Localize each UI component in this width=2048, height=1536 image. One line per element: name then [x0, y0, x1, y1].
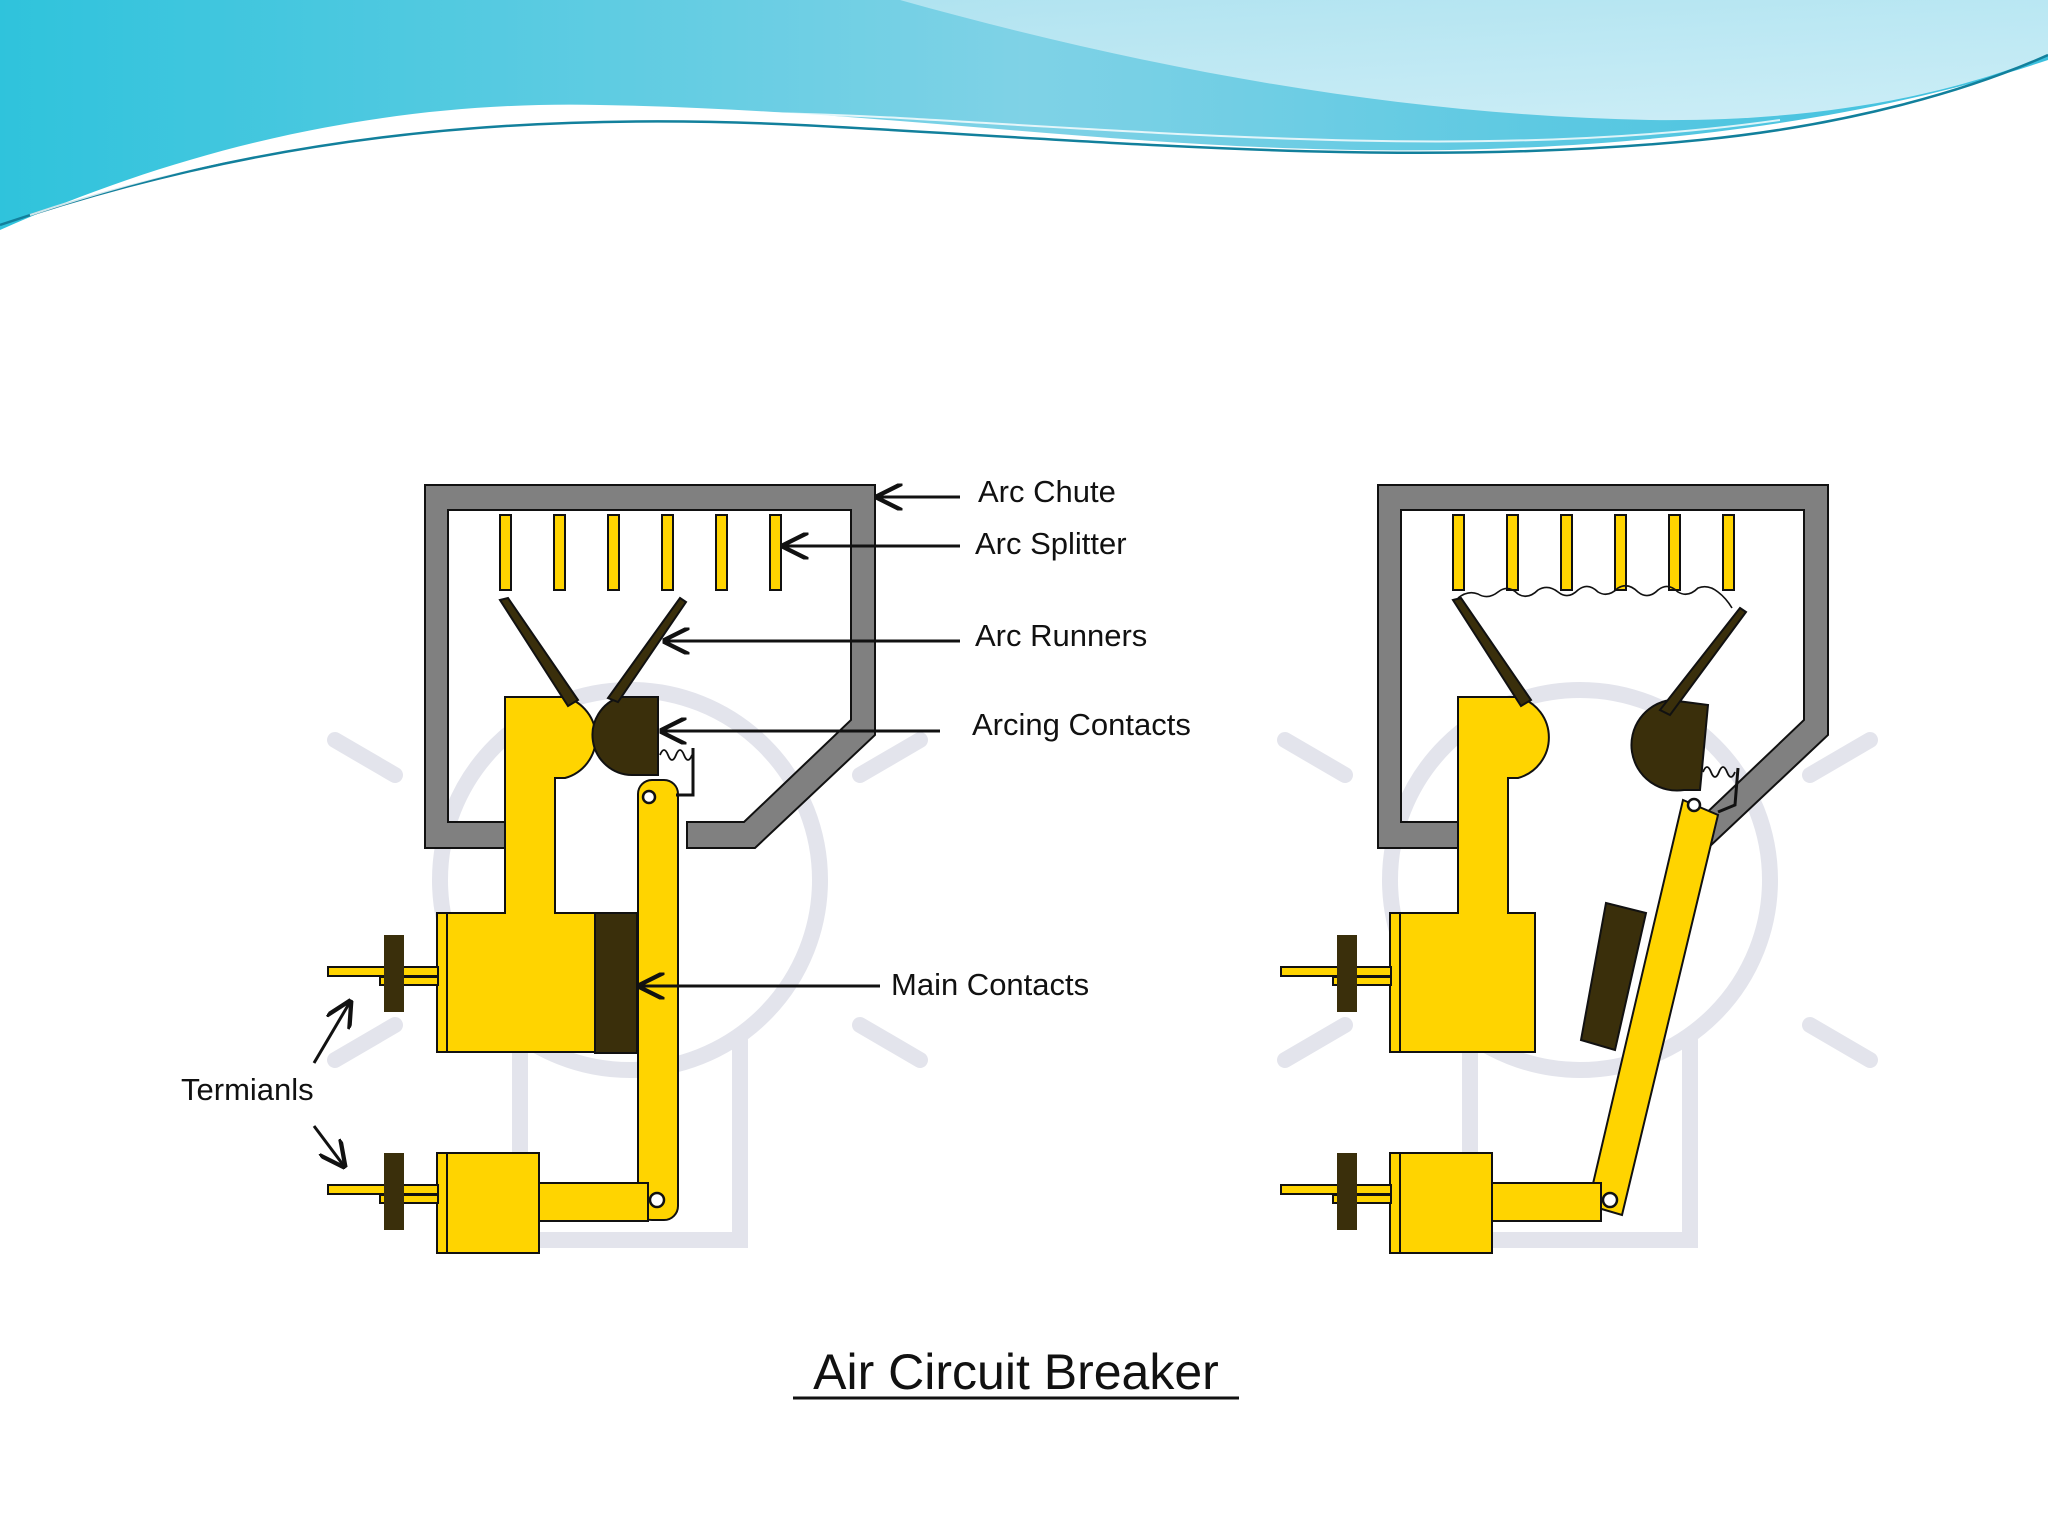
splitter-plate — [607, 514, 620, 591]
arc-runner-left — [498, 596, 580, 708]
terminals-arrow-lower — [312, 1125, 344, 1166]
splitter-plate — [1452, 514, 1465, 591]
main-contact — [594, 912, 638, 1054]
contact-pivot — [641, 789, 657, 805]
splitter-plate — [661, 514, 674, 591]
arc-runner-right — [1658, 606, 1748, 717]
arc-runner-left — [1451, 596, 1533, 708]
moving-arm — [1586, 798, 1720, 1217]
label-arrows — [312, 497, 960, 1166]
bottom-link — [537, 1182, 649, 1222]
label-main-contacts: Main Contacts — [891, 967, 1089, 1002]
arcing-contact-moving — [591, 696, 659, 776]
bottom-terminal-block — [436, 1152, 540, 1254]
breaker-closed — [327, 484, 876, 1254]
pivot-pin — [648, 1191, 666, 1209]
arcing-contact-moving — [1630, 698, 1710, 792]
header-wave-highlight — [900, 0, 2048, 121]
contact-spring — [1702, 766, 1736, 778]
breaker-open — [1280, 484, 1829, 1254]
label-arc-runners: Arc Runners — [975, 618, 1147, 653]
header-wave-line-2 — [29, 111, 1781, 216]
terminal-lower — [327, 1153, 439, 1230]
splitter-plate — [1506, 514, 1519, 591]
bottom-terminal-block — [1389, 1152, 1493, 1254]
label-arc-chute: Arc Chute — [978, 474, 1116, 509]
terminal-upper — [1280, 935, 1392, 1012]
splitter-plate — [769, 514, 782, 591]
diagram-title: Air Circuit Breaker — [813, 1344, 1219, 1400]
splitter-plate — [1560, 514, 1573, 591]
spring-bracket — [1717, 767, 1740, 814]
fixed-conductor — [1389, 696, 1550, 1053]
label-arc-splitter: Arc Splitter — [975, 526, 1127, 561]
spring-bracket — [676, 748, 695, 797]
terminals-arrow-upper — [312, 1002, 350, 1064]
splitter-plate — [1722, 514, 1735, 591]
splitter-plate — [553, 514, 566, 591]
main-contact — [1579, 901, 1648, 1052]
splitter-plate — [715, 514, 728, 591]
watermark-left — [327, 682, 928, 1248]
label-arcing-contacts: Arcing Contacts — [972, 707, 1191, 742]
moving-arm — [637, 779, 679, 1221]
contact-spring — [659, 749, 693, 761]
label-terminals: Termianls — [181, 1072, 314, 1107]
watermark-right — [1277, 682, 1878, 1248]
splitter-plate — [499, 514, 512, 591]
arc-splitter-plates — [499, 514, 782, 591]
arc-runner-right — [606, 596, 688, 704]
terminal-lower — [1280, 1153, 1392, 1230]
pivot-pin — [1601, 1191, 1619, 1209]
header-wave-line — [0, 53, 2048, 227]
contact-pivot — [1686, 797, 1702, 813]
header-wave — [0, 0, 2048, 230]
bottom-link — [1490, 1182, 1602, 1222]
splitter-plate — [1614, 514, 1627, 591]
terminal-upper — [327, 935, 439, 1012]
splitter-plate — [1668, 514, 1681, 591]
arc-spark — [1457, 584, 1733, 609]
